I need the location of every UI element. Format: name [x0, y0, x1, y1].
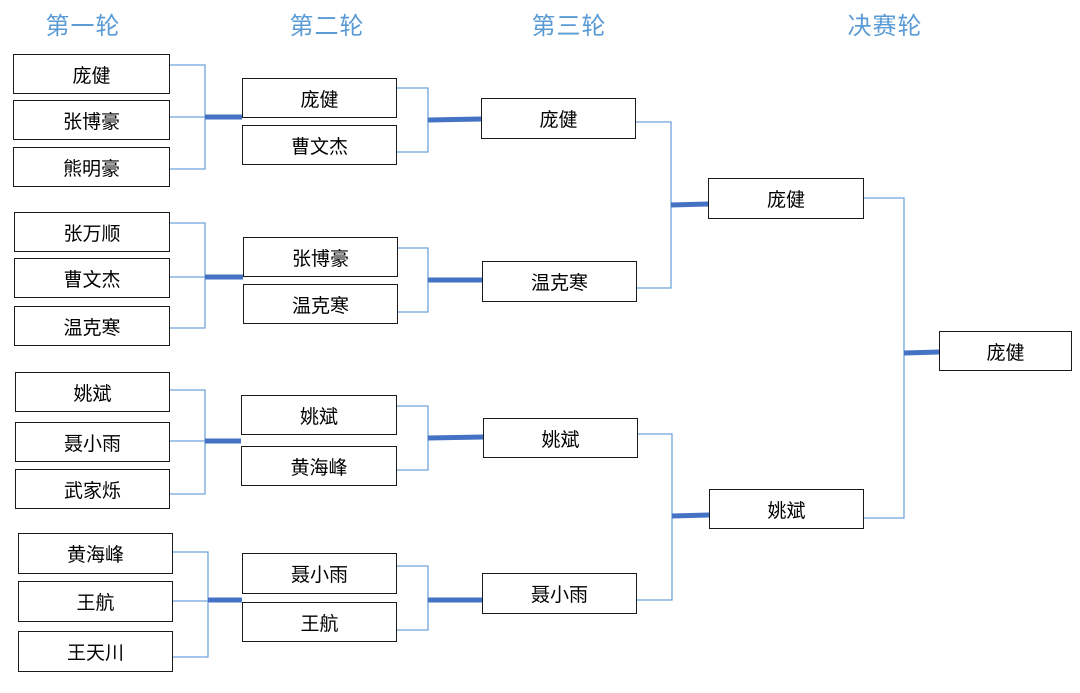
r1-g1-player-2: 张博豪	[13, 100, 170, 140]
final-header: 决赛轮	[847, 12, 923, 40]
r1-g1-player-3: 熊明豪	[13, 147, 170, 187]
round2-header: 第二轮	[289, 12, 365, 40]
r2-p2-bracket	[397, 247, 429, 313]
r1-g3-bracket	[170, 389, 206, 495]
r1-g3-player-1: 姚斌	[15, 372, 170, 412]
r3-bottom-advance	[671, 512, 710, 519]
final-player-1: 庞健	[708, 178, 864, 219]
r3-player-1: 庞健	[481, 98, 636, 139]
r3-player-2: 温克寒	[482, 261, 637, 302]
final-bracket	[864, 197, 905, 519]
r1-g4-bracket	[173, 551, 209, 658]
r1-g4-player-3: 王天川	[18, 631, 173, 672]
r2-p1-player-1: 庞健	[242, 78, 397, 118]
r2-p1-player-2: 曹文杰	[242, 125, 397, 165]
r2-p3-player-2: 黄海峰	[241, 446, 397, 486]
r2-p3-advance	[427, 434, 484, 441]
r3-player-3: 姚斌	[483, 418, 638, 458]
r1-g1-player-1: 庞健	[13, 54, 170, 94]
r2-p3-player-1: 姚斌	[241, 395, 397, 435]
r1-g1-bracket	[170, 64, 206, 170]
r2-p2-player-1: 张博豪	[243, 237, 398, 277]
r2-p1-advance	[427, 116, 482, 123]
final-player-2: 姚斌	[709, 489, 864, 529]
r2-p4-bracket	[397, 565, 429, 631]
r1-g2-player-3: 温克寒	[14, 306, 170, 346]
r1-g2-player-1: 张万顺	[14, 212, 170, 252]
r1-g4-player-2: 王航	[18, 581, 173, 622]
champion-box: 庞健	[939, 331, 1072, 371]
r1-g2-bracket	[170, 222, 206, 329]
r2-p4-player-1: 聂小雨	[242, 553, 397, 594]
r3-top-advance	[670, 201, 709, 208]
r2-p2-player-2: 温克寒	[243, 284, 398, 324]
final-advance	[903, 349, 940, 356]
r1-g3-player-2: 聂小雨	[15, 422, 170, 462]
r1-g4-player-1: 黄海峰	[18, 533, 173, 574]
r2-p3-bracket	[397, 405, 429, 471]
r1-g3-player-3: 武家烁	[15, 469, 170, 509]
r3-player-4: 聂小雨	[482, 573, 637, 614]
r1-g2-player-2: 曹文杰	[14, 258, 170, 298]
r3-bottom-bracket	[637, 433, 673, 601]
r3-top-bracket	[636, 121, 672, 289]
round3-header: 第三轮	[531, 12, 607, 40]
round1-header: 第一轮	[45, 12, 121, 40]
r2-p1-bracket	[397, 87, 429, 153]
r2-p4-player-2: 王航	[242, 602, 397, 642]
